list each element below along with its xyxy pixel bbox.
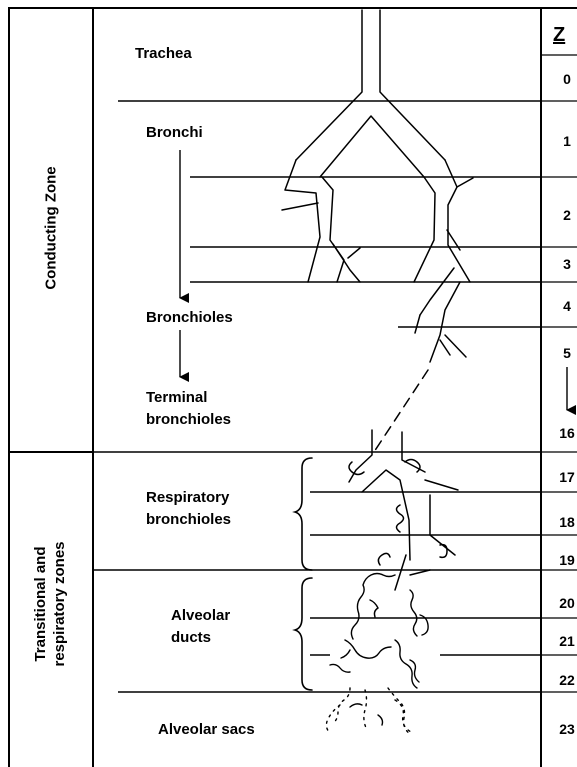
generation-number: 17: [547, 469, 577, 485]
generation-number: 3: [547, 256, 577, 272]
generation-number: 23: [547, 721, 577, 737]
generation-number: 21: [547, 633, 577, 649]
terminal-bronchioles-line2: bronchioles: [146, 409, 231, 431]
bronchi-label: Bronchi: [146, 122, 203, 144]
flow-arrows: [180, 150, 567, 410]
generation-number: 18: [547, 514, 577, 530]
alveolar-ducts-label: Alveolar ducts: [171, 605, 230, 649]
alveolar-ducts-brace: [295, 578, 312, 690]
alveolar-sacs-label: Alveolar sacs: [158, 719, 255, 741]
respiratory-bronchioles-brace: [295, 458, 312, 570]
respiratory-bronchioles-line1: Respiratory: [146, 487, 231, 509]
generation-number: 5: [547, 345, 577, 361]
transitional-respiratory-zones-label: Transitional and respiratory zones: [31, 541, 69, 666]
alveolar-structures: [326, 574, 428, 735]
conducting-zone-label: Conducting Zone: [42, 166, 61, 289]
bronchioles-label: Bronchioles: [146, 307, 233, 329]
transitional-label-line2: respiratory zones: [50, 541, 69, 666]
transitional-label-line1: Transitional and: [31, 541, 50, 666]
airway-tree: [282, 10, 473, 590]
alveolar-ducts-line1: Alveolar: [171, 605, 230, 627]
generation-column-header: Z: [553, 24, 565, 47]
braces: [295, 458, 312, 690]
terminal-bronchioles-label: Terminal bronchioles: [146, 387, 231, 431]
respiratory-bronchioles-label: Respiratory bronchioles: [146, 487, 231, 531]
generation-number: 4: [547, 298, 577, 314]
respiratory-bronchioles-line2: bronchioles: [146, 509, 231, 531]
trachea-label: Trachea: [135, 43, 192, 65]
generation-number: 2: [547, 207, 577, 223]
generation-number: 16: [547, 425, 577, 441]
generation-number: 0: [547, 71, 577, 87]
generation-number: 1: [547, 133, 577, 149]
generation-number: 22: [547, 672, 577, 688]
table-frame: [9, 8, 577, 767]
alveolar-ducts-line2: ducts: [171, 627, 230, 649]
generation-number: 19: [547, 552, 577, 568]
terminal-bronchioles-line1: Terminal: [146, 387, 231, 409]
generation-number: 20: [547, 595, 577, 611]
